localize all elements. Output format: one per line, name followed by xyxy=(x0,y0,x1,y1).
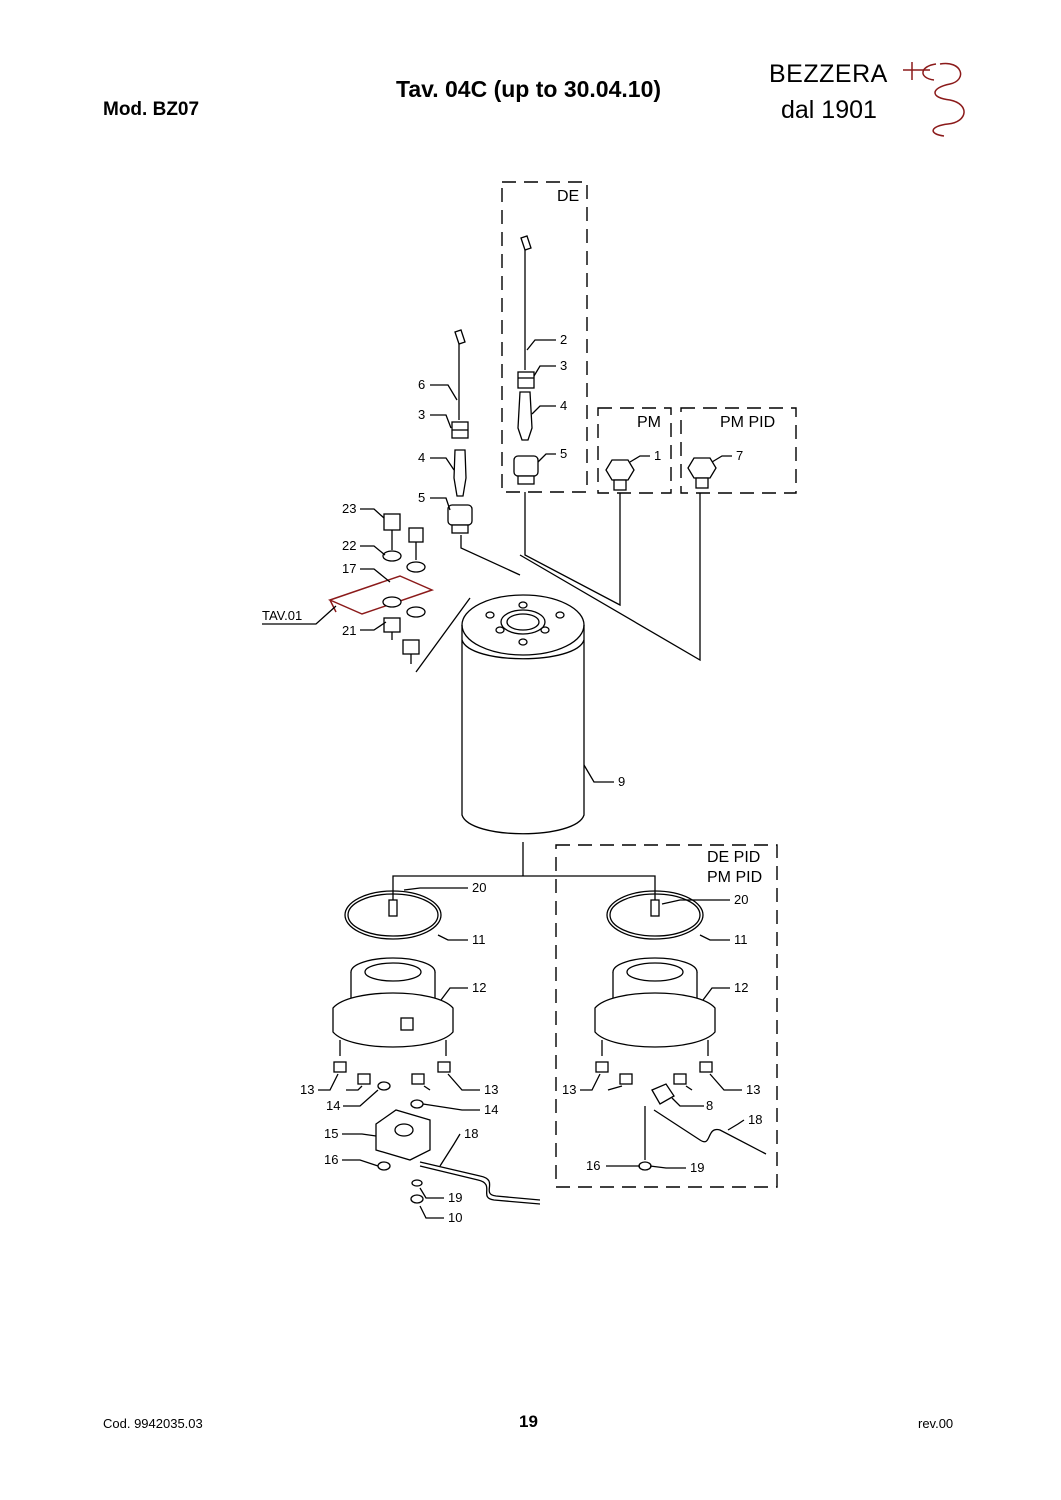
callout-2: 2 xyxy=(560,332,567,347)
reference-tav01: TAV.01 xyxy=(262,608,302,623)
bracket-assembly xyxy=(327,513,471,673)
thermostat-15 xyxy=(375,1109,541,1205)
brand-name: BEZZERA xyxy=(769,60,888,88)
callout-23: 23 xyxy=(342,501,356,516)
group-label-de-pid: DE PID xyxy=(707,849,760,866)
pressure-switch-plug-1 xyxy=(605,459,635,481)
footer-revision: rev.00 xyxy=(918,1416,954,1431)
callout-12: 12 xyxy=(472,980,486,995)
callout-12: 12 xyxy=(734,980,748,995)
group-label-pm-pid-2: PM PID xyxy=(707,869,762,886)
heating-element-right xyxy=(594,890,716,1056)
de-probe-assembly xyxy=(513,235,539,485)
group-label-pm-pid: PM PID xyxy=(720,414,775,431)
footer-page-number: 19 xyxy=(519,1412,538,1431)
callout-18: 18 xyxy=(748,1112,762,1127)
callout-16: 16 xyxy=(324,1152,338,1167)
callout-8: 8 xyxy=(706,1098,713,1113)
fitting-7-thread xyxy=(695,477,709,489)
probe-assembly-left xyxy=(447,329,473,534)
callout-18: 18 xyxy=(464,1126,478,1141)
callout-14: 14 xyxy=(326,1098,340,1113)
leader-line xyxy=(519,493,701,662)
table-title: Tav. 04C (up to 30.04.10) xyxy=(396,76,662,102)
callout-13: 13 xyxy=(746,1082,760,1097)
group-box-pm-pid xyxy=(680,407,797,494)
callout-14: 14 xyxy=(484,1102,498,1117)
plug-1-thread xyxy=(613,479,627,491)
footer-code: Cod. 9942035.03 xyxy=(103,1416,203,1431)
callout-3: 3 xyxy=(418,407,425,422)
callout-20: 20 xyxy=(472,880,486,895)
callout-17: 17 xyxy=(342,561,356,576)
callout-19: 19 xyxy=(690,1160,704,1175)
callout-9: 9 xyxy=(618,774,625,789)
callout-19: 19 xyxy=(448,1190,462,1205)
callout-11: 11 xyxy=(734,932,748,947)
group-label-de: DE xyxy=(557,188,579,205)
group-box-de-pid xyxy=(555,844,778,1188)
callout-13: 13 xyxy=(300,1082,314,1097)
bezzera-logo-icon xyxy=(903,62,965,137)
brand-since: dal 1901 xyxy=(781,96,877,124)
callout-3: 3 xyxy=(560,358,567,373)
callout-13: 13 xyxy=(562,1082,576,1097)
leader-line xyxy=(392,875,656,900)
callout-6: 6 xyxy=(418,377,425,392)
callout-5: 5 xyxy=(418,490,425,505)
nuts-right xyxy=(595,1061,767,1171)
callout-7: 7 xyxy=(736,448,743,463)
callout-5: 5 xyxy=(560,446,567,461)
group-label-pm: PM xyxy=(637,414,661,431)
model-label: Mod. BZ07 xyxy=(103,99,200,120)
callout-22: 22 xyxy=(342,538,356,553)
callout-4: 4 xyxy=(418,450,425,465)
group-box-pm xyxy=(597,407,672,494)
leader-line xyxy=(460,535,521,576)
group-box-de xyxy=(501,181,588,493)
callout-4: 4 xyxy=(560,398,567,413)
callout-15: 15 xyxy=(324,1126,338,1141)
callout-20: 20 xyxy=(734,892,748,907)
callout-numbers: 2 3 4 5 1 7 6 3 4 5 23 22 17 21 TAV.01 9… xyxy=(262,332,762,1225)
callout-16: 16 xyxy=(586,1158,600,1173)
callout-leaders xyxy=(262,339,745,1219)
boiler-9 xyxy=(461,594,585,876)
heating-element-left xyxy=(332,890,454,1056)
callout-13: 13 xyxy=(484,1082,498,1097)
callout-21: 21 xyxy=(342,623,356,638)
leader-line xyxy=(524,492,621,607)
callout-10: 10 xyxy=(448,1210,462,1225)
fitting-7 xyxy=(687,457,717,479)
callout-1: 1 xyxy=(654,448,661,463)
callout-11: 11 xyxy=(472,932,486,947)
nuts-left xyxy=(333,1061,451,1109)
